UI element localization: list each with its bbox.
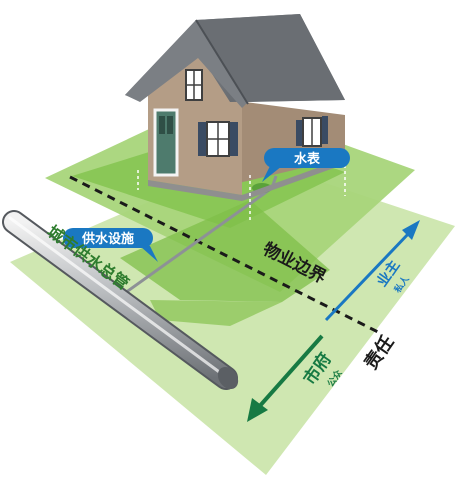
property-boundary-line xyxy=(69,175,379,334)
water-meter-label: 水表 xyxy=(294,151,321,167)
boundary-slab xyxy=(120,200,330,302)
front-slab xyxy=(150,300,282,326)
city-main-pipe xyxy=(2,210,239,390)
house xyxy=(125,14,345,201)
owner-arrowhead xyxy=(402,220,420,240)
government-arrow xyxy=(256,334,324,410)
supply-facility-callout: 供水设施 xyxy=(63,228,158,262)
owner-arrow xyxy=(324,230,412,322)
water-meter-callout: 水表 xyxy=(262,148,350,182)
supply-facility-label: 供水设施 xyxy=(81,231,134,247)
government-arrowhead xyxy=(247,398,268,422)
